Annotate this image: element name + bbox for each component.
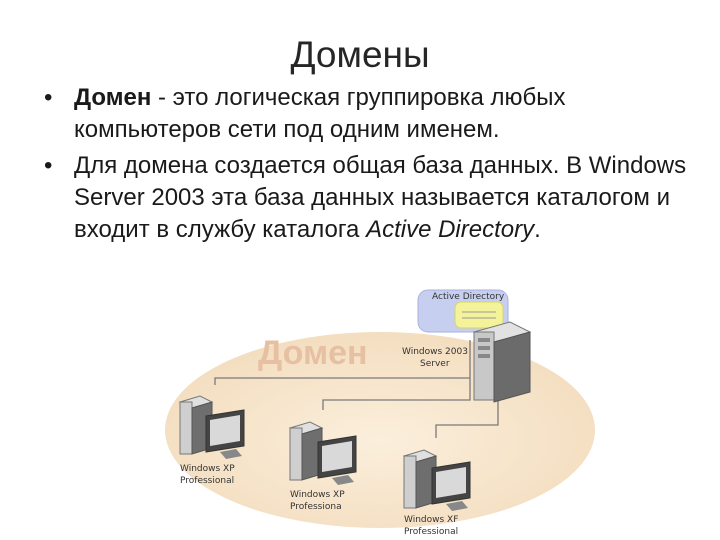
term-domain: Домен bbox=[74, 84, 152, 111]
bullet-item-domain-definition: • Домен - это логическая группировка люб… bbox=[44, 82, 694, 146]
database-text: Для домена создается общая база данных. … bbox=[74, 152, 687, 243]
workstation-2-os: Windows XP bbox=[290, 490, 345, 500]
monitor-icon bbox=[317, 435, 357, 485]
workstation-3 bbox=[402, 449, 471, 511]
workstation-2 bbox=[288, 421, 357, 485]
bullet-item-database: • Для домена создается общая база данных… bbox=[44, 150, 694, 246]
server-label-line1: Windows 2003 bbox=[402, 347, 468, 357]
bullet-dot-icon: • bbox=[44, 152, 53, 179]
bullet-list: • Домен - это логическая группировка люб… bbox=[44, 82, 694, 250]
workstation-1 bbox=[178, 395, 245, 459]
monitor-icon bbox=[205, 409, 245, 459]
server-label-line2: Server bbox=[420, 359, 450, 369]
workstation-2-edition: Professiona bbox=[290, 502, 342, 512]
slide-title: Домены bbox=[290, 34, 430, 75]
bullet-dot-icon: • bbox=[44, 84, 53, 111]
database-text-end: . bbox=[534, 216, 541, 243]
active-directory-icon bbox=[417, 289, 509, 333]
workstation-1-edition: Professional bbox=[180, 476, 234, 486]
monitor-icon bbox=[431, 461, 471, 511]
active-directory-label: Active Directory bbox=[432, 292, 505, 302]
definition-text: - это логическая группировка любых компь… bbox=[74, 84, 566, 143]
pc-tower-icon bbox=[402, 449, 438, 509]
workstation-3-os: Windows XF bbox=[404, 515, 458, 525]
server-tower-icon bbox=[472, 321, 532, 403]
active-directory-term: Active Directory bbox=[366, 216, 535, 243]
workstation-1-os: Windows XP bbox=[180, 464, 235, 474]
network-line-icon bbox=[214, 340, 499, 438]
workstation-3-edition: Professional bbox=[404, 527, 458, 537]
domain-label: Домен bbox=[258, 334, 368, 372]
pc-tower-icon bbox=[288, 421, 324, 481]
